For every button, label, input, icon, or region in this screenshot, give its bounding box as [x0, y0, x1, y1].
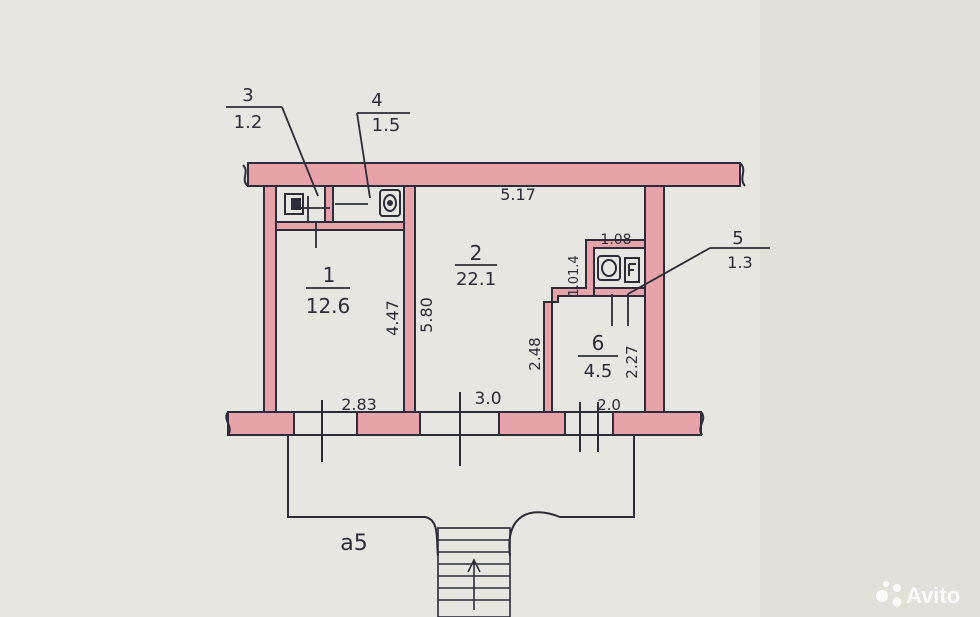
toilet-icon: [284, 193, 304, 215]
dimension-wc-depth: 1.01.4: [567, 255, 582, 296]
room-5-area: 1.3: [727, 253, 752, 272]
paper-shadow: [760, 0, 980, 617]
dimension-wc-width: 1.08: [600, 232, 631, 248]
wc-icon: [624, 257, 640, 283]
washbasin-icon: [597, 255, 621, 281]
dimension-front-left: 2.83: [341, 395, 377, 414]
interior-walls: [263, 185, 665, 413]
watermark-text: Avito: [906, 583, 960, 608]
exterior-wall-top: [242, 162, 746, 187]
leader-lines: [226, 106, 770, 295]
room-2-area: 22.1: [456, 269, 496, 290]
room-4-number: 4: [371, 90, 382, 111]
dimension-front-right: 2.0: [597, 396, 621, 414]
room-5-number: 5: [732, 228, 743, 249]
dimension-room1-depth: 4.47: [383, 300, 402, 336]
avito-watermark: Avito: [876, 581, 960, 608]
sink-icon: [379, 189, 401, 217]
room-3-area: 1.2: [234, 112, 263, 133]
dimension-top: 5.17: [500, 185, 536, 204]
entrance-label: a5: [340, 531, 367, 556]
windows: [321, 392, 599, 466]
dimension-room2-depth: 5.80: [417, 297, 436, 333]
room-3-number: 3: [242, 85, 253, 106]
room-4-area: 1.5: [372, 115, 401, 136]
room-6-area: 4.5: [584, 361, 613, 382]
door-marks: [300, 196, 629, 326]
dimension-front-mid: 3.0: [474, 389, 501, 409]
room-6-number: 6: [592, 331, 605, 355]
room-fraction-lines: [306, 264, 618, 357]
room-1-number: 1: [323, 263, 336, 287]
room-2-number: 2: [470, 241, 483, 265]
room-1-area: 12.6: [306, 294, 351, 318]
dimension-room6-right: 2.27: [623, 345, 641, 378]
entrance-stairs: [437, 527, 511, 617]
dimension-room6-left: 2.48: [526, 337, 544, 370]
